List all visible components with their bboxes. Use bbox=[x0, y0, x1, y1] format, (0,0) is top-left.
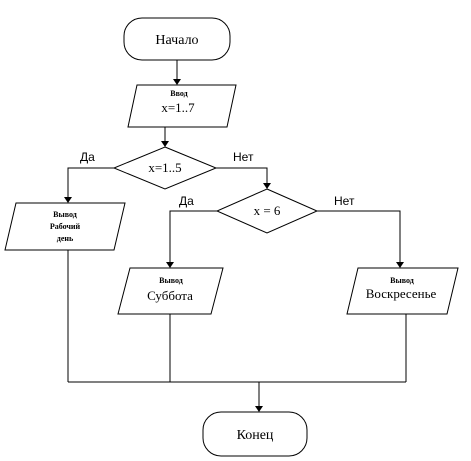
end-label: Конец bbox=[237, 428, 274, 443]
start-label: Начало bbox=[155, 33, 198, 48]
output-sunday-block bbox=[346, 267, 459, 315]
arrowhead bbox=[255, 406, 263, 412]
output-workday-line2: день bbox=[57, 234, 74, 243]
decision2-diamond bbox=[215, 188, 319, 234]
decision1-condition: x=1..5 bbox=[148, 160, 181, 175]
decision2-no-label: Нет bbox=[334, 194, 355, 208]
connector-decision2-yes bbox=[169, 210, 217, 262]
output-saturday-value: Суббота bbox=[147, 288, 193, 303]
output-saturday-title: Вывод bbox=[159, 276, 183, 285]
arrowhead bbox=[396, 262, 404, 268]
decision1-no-label: Нет bbox=[233, 150, 254, 164]
output-sunday-value: Воскресенье bbox=[366, 286, 437, 301]
input-value: x=1..7 bbox=[161, 100, 195, 115]
arrowhead bbox=[173, 79, 181, 85]
arrowhead bbox=[263, 183, 271, 189]
arrowhead bbox=[64, 197, 72, 203]
decision1-yes-label: Да bbox=[80, 150, 95, 164]
decision2-condition: x = 6 bbox=[254, 203, 281, 218]
input-block bbox=[127, 84, 237, 128]
end-terminal bbox=[202, 411, 308, 457]
connector-decision2-no bbox=[317, 210, 401, 262]
decision2-yes-label: Да bbox=[179, 194, 194, 208]
input-title: Ввод bbox=[170, 89, 187, 98]
output-sunday-title: Вывод bbox=[390, 276, 414, 285]
output-saturday-block bbox=[117, 267, 224, 315]
arrowhead bbox=[166, 262, 174, 268]
decision1-diamond bbox=[112, 146, 218, 190]
connector-decision1-yes bbox=[67, 167, 114, 197]
output-workday-line1: Рабочий bbox=[50, 222, 81, 231]
connector-decision1-no bbox=[216, 167, 268, 183]
output-workday-title: Вывод bbox=[53, 210, 77, 219]
arrowhead bbox=[161, 141, 169, 147]
output-workday-block bbox=[4, 202, 126, 251]
